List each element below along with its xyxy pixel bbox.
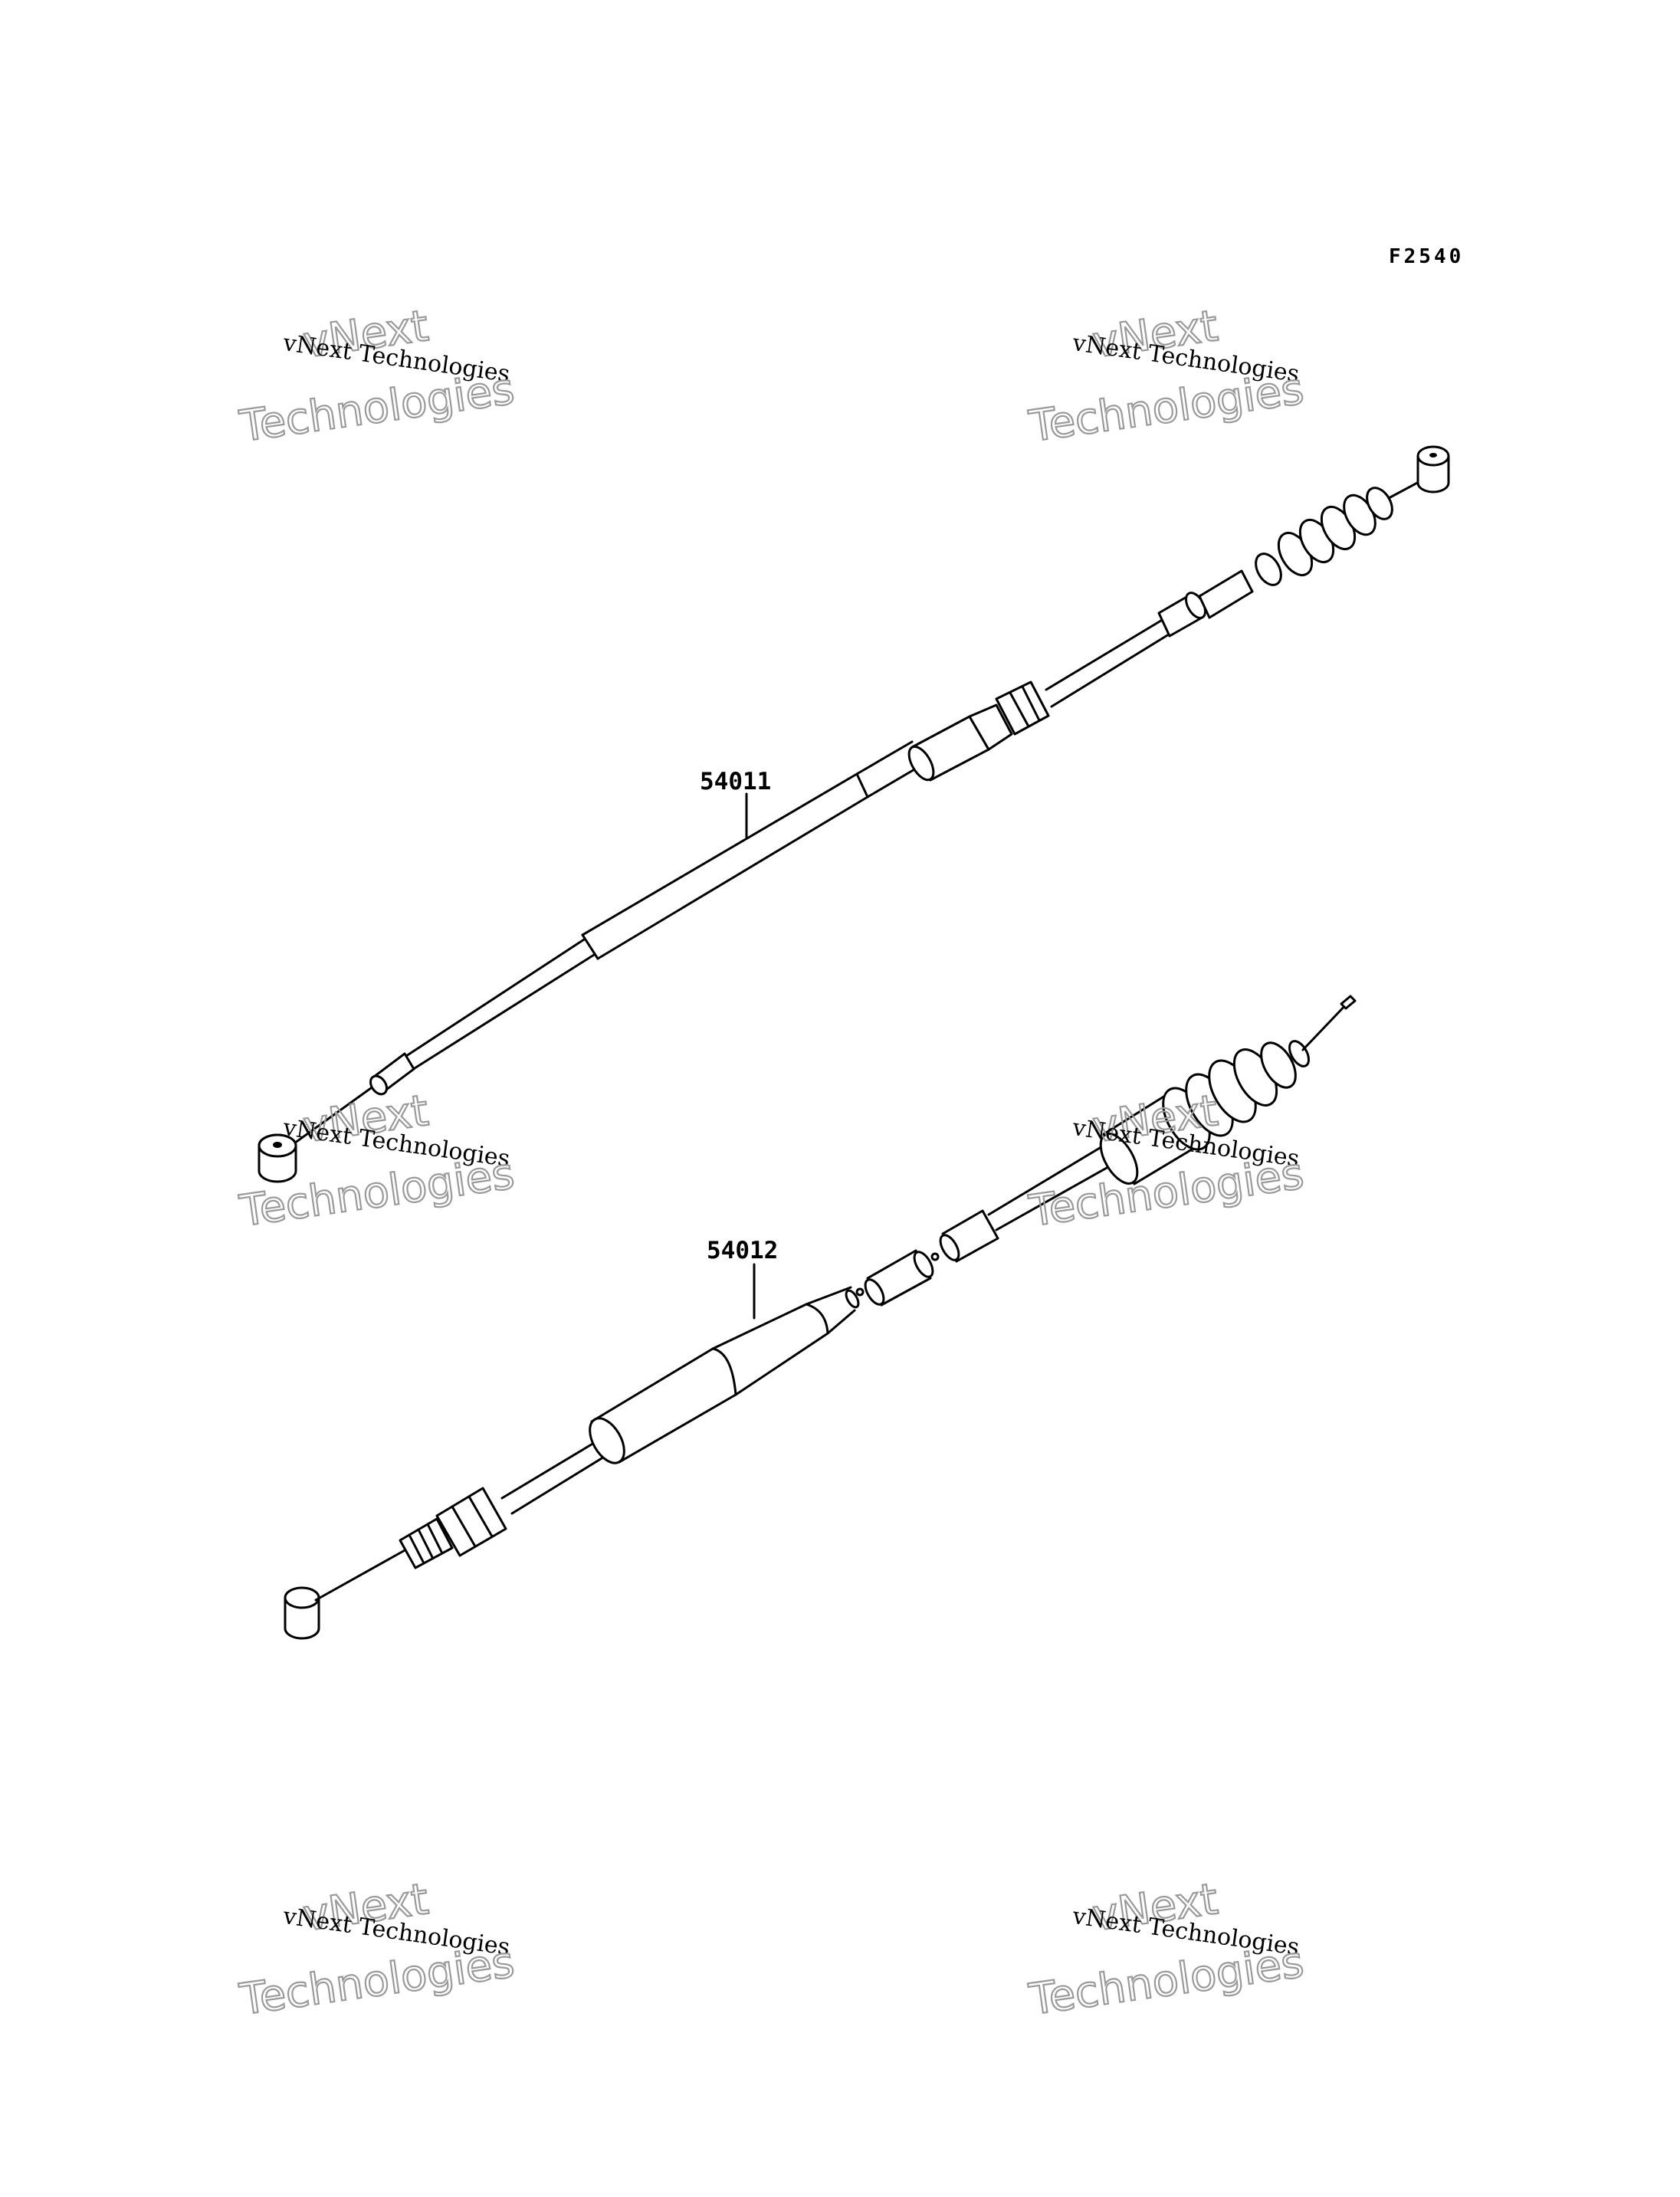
cable-54011-drawing (258, 445, 1450, 1183)
svg-text:Technologies: Technologies (237, 364, 517, 452)
cable-54012-drawing (284, 995, 1357, 1640)
cable-54011-boot (1255, 487, 1393, 586)
watermark-top-right: vNext vNext Technologies Technologies (1025, 300, 1308, 453)
watermark-bottom-right: vNext vNext Technologies Technologies (1025, 1874, 1308, 2026)
figure-code: F2540 (1389, 245, 1464, 268)
cable-54012-boot (1099, 1040, 1310, 1185)
svg-text:Technologies: Technologies (1026, 1937, 1307, 2025)
svg-text:Technologies: Technologies (237, 1937, 517, 2025)
watermark-top-left: vNext vNext Technologies Technologies (236, 300, 518, 453)
part-number-54011: 54011 (700, 768, 771, 795)
part-number-54012: 54012 (707, 1237, 778, 1264)
svg-text:Technologies: Technologies (1026, 364, 1307, 452)
watermark-bottom-left: vNext vNext Technologies Technologies (236, 1874, 518, 2026)
